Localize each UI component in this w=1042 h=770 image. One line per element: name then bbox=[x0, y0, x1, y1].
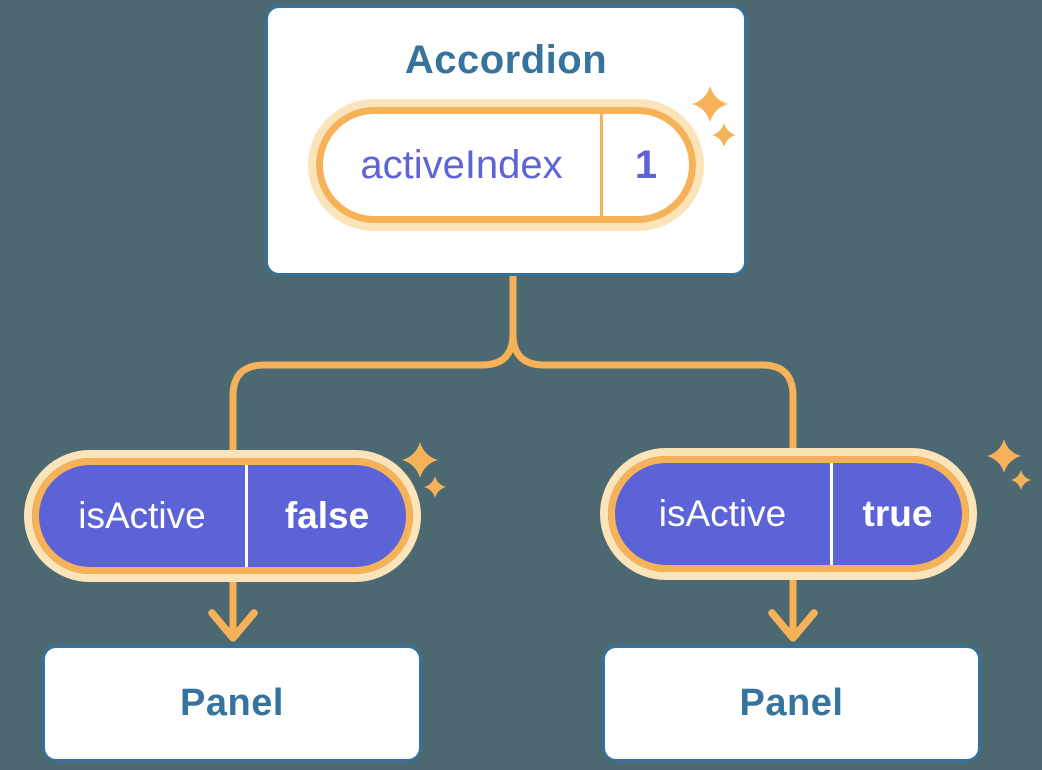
arrowhead-right-icon bbox=[768, 609, 818, 642]
prop-value-left: false bbox=[284, 495, 370, 536]
state-pill: activeIndex 1 bbox=[308, 99, 704, 231]
prop-value-right: true bbox=[862, 493, 933, 534]
sparkle-icon bbox=[712, 123, 736, 147]
state-pill-ring: activeIndex 1 bbox=[316, 107, 696, 223]
sparkle-icon bbox=[1011, 470, 1031, 490]
panel-card-left: Panel bbox=[42, 645, 422, 762]
sparkle-icon bbox=[402, 442, 438, 478]
pill-divider bbox=[830, 463, 833, 565]
pill-divider bbox=[600, 114, 603, 216]
panel-title-left: Panel bbox=[180, 682, 284, 724]
pill-divider bbox=[245, 465, 248, 567]
panel-title-right: Panel bbox=[739, 682, 844, 724]
prop-label-right: isActive bbox=[658, 493, 787, 534]
arrowhead-left-icon bbox=[208, 609, 258, 642]
state-value: 1 bbox=[634, 142, 658, 187]
sparkle-icon bbox=[692, 86, 728, 122]
accordion-title: Accordion bbox=[404, 38, 608, 82]
prop-pill-left-ring: isActive false bbox=[32, 458, 413, 574]
connector-right bbox=[509, 269, 797, 641]
prop-label-left: isActive bbox=[78, 495, 206, 536]
prop-pill-right-ring: isActive true bbox=[608, 456, 969, 572]
prop-pill-right: isActive true bbox=[600, 448, 977, 580]
state-label: activeIndex bbox=[360, 142, 563, 187]
panel-card-right: Panel bbox=[602, 645, 981, 762]
prop-pill-left: isActive false bbox=[24, 450, 421, 582]
sparkle-icon bbox=[424, 476, 446, 498]
sparkle-icon bbox=[987, 439, 1021, 473]
